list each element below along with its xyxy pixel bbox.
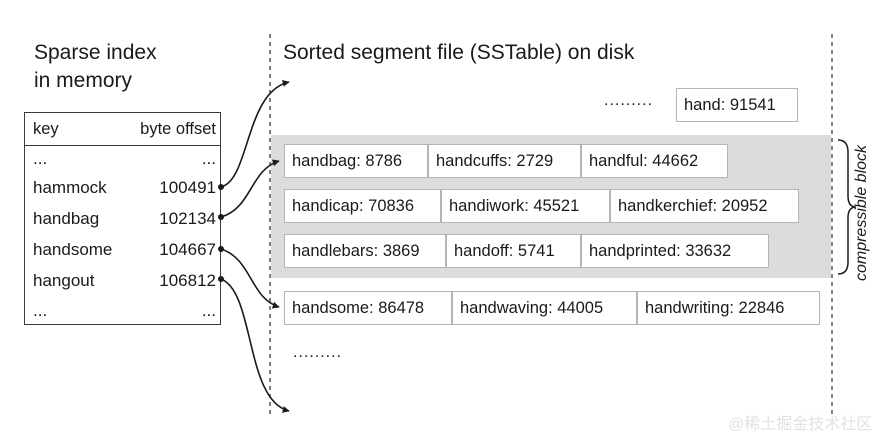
top-ellipsis: ......... — [604, 92, 654, 109]
segment-entry: handful: 44662 — [581, 144, 728, 178]
header-divider — [25, 145, 220, 146]
key-column-header: key — [33, 120, 59, 138]
byte-offset-column-header: byte offset — [140, 120, 216, 138]
index-key: ... — [33, 301, 48, 320]
compressible-block-brace — [837, 139, 857, 275]
segment-entry: handprinted: 33632 — [581, 234, 769, 268]
handbag-pointer-dot — [218, 214, 224, 220]
segment-file-title: Sorted segment file (SSTable) on disk — [283, 41, 635, 64]
handsome-pointer-arrow — [220, 248, 280, 309]
hangout-pointer-arrow — [220, 278, 290, 413]
hangout-pointer-dot — [218, 276, 224, 282]
index-key: handsome — [33, 240, 113, 259]
handsome-pointer-dot — [218, 246, 224, 252]
index-row: handbag 102134 — [25, 205, 220, 233]
segment-entry: handwaving: 44005 — [452, 291, 637, 325]
index-key: hangout — [33, 271, 95, 290]
sparse-index-table: key byte offset ... ... hammock 100491 h… — [24, 112, 221, 325]
segment-entry: handbag: 8786 — [284, 144, 428, 178]
segment-entry: handiwork: 45521 — [441, 189, 610, 223]
index-row: ... ... — [25, 297, 220, 325]
index-offset: 106812 — [159, 271, 216, 290]
index-row: hangout 106812 — [25, 267, 220, 295]
index-offset: ... — [201, 149, 216, 168]
index-offset: 104667 — [159, 240, 216, 259]
index-title-line1: Sparse index — [34, 41, 157, 64]
index-title-line2: in memory — [34, 69, 133, 92]
hammock-pointer-dot — [218, 184, 224, 190]
segment-entry: handoff: 5741 — [446, 234, 581, 268]
index-key: ... — [33, 149, 48, 168]
bottom-ellipsis: ......... — [293, 344, 343, 361]
handbag-pointer-arrow — [220, 159, 280, 218]
watermark: @稀土掘金技术社区 — [728, 416, 873, 433]
segment-entry: handlebars: 3869 — [284, 234, 446, 268]
hammock-pointer-arrow — [220, 79, 290, 188]
index-key: hammock — [33, 178, 107, 197]
index-row: ... ... — [25, 145, 220, 173]
index-row: hammock 100491 — [25, 174, 220, 202]
index-offset: ... — [201, 301, 216, 320]
index-offset: 102134 — [159, 209, 216, 228]
segment-entry: handicap: 70836 — [284, 189, 441, 223]
segment-entry: handkerchief: 20952 — [610, 189, 799, 223]
index-row: handsome 104667 — [25, 236, 220, 264]
segment-entry: handsome: 86478 — [284, 291, 452, 325]
segment-entry: handcuffs: 2729 — [428, 144, 581, 178]
index-key: handbag — [33, 209, 100, 228]
segment-entry: hand: 91541 — [676, 88, 798, 122]
segment-entry: handwriting: 22846 — [637, 291, 820, 325]
index-offset: 100491 — [159, 178, 216, 197]
